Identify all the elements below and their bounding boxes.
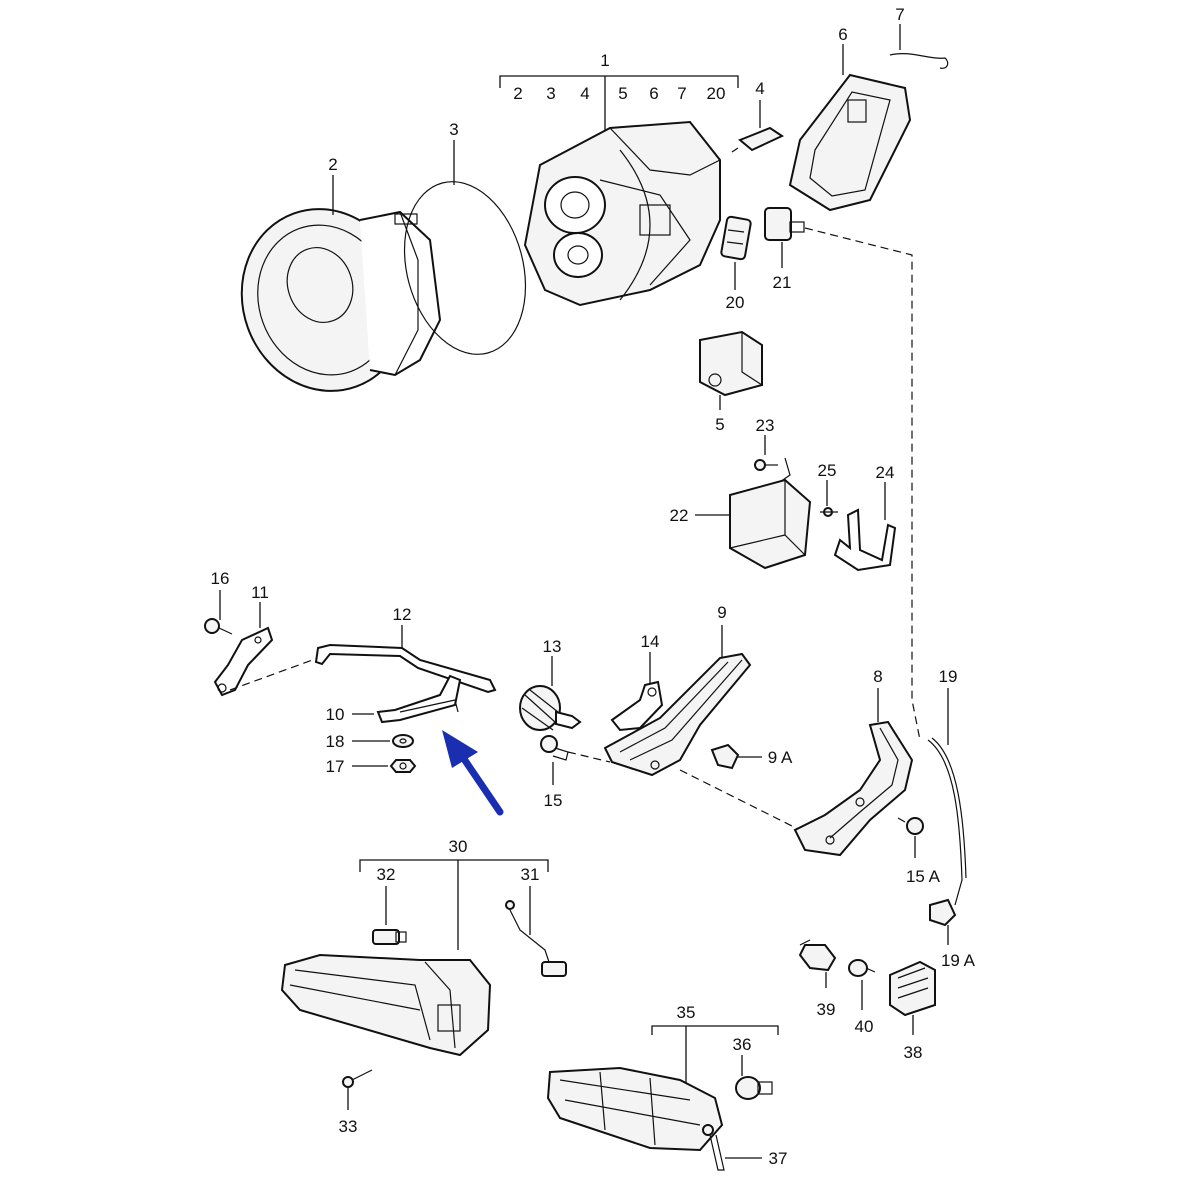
- group-30-bracket: [359, 859, 549, 950]
- bracket-part-24: [833, 508, 897, 572]
- callout-8: 8: [873, 667, 882, 686]
- callout-15a: 15 A: [906, 867, 941, 886]
- group1-item-1: 3: [546, 84, 555, 103]
- fog-lamp-part-30: [280, 953, 492, 1057]
- callout-5: 5: [715, 415, 724, 434]
- callout-18: 18: [326, 732, 345, 751]
- callout-21: 21: [773, 273, 792, 292]
- callout-19: 19: [939, 667, 958, 686]
- callout-14: 14: [641, 632, 660, 651]
- headlamp-housing-part-1: [523, 120, 721, 307]
- callout-35: 35: [677, 1003, 696, 1022]
- screw-part-16: [204, 618, 233, 635]
- group1-item-6: 20: [707, 84, 726, 103]
- screw-part-15a: [897, 817, 924, 835]
- control-unit-part-22: [729, 478, 812, 570]
- clip-part-9a: [710, 743, 740, 770]
- callout-20: 20: [726, 293, 745, 312]
- callout-17: 17: [326, 757, 345, 776]
- screw-part-25: [820, 507, 838, 517]
- callout-33: 33: [339, 1117, 358, 1136]
- wire-route-dashed: [804, 227, 921, 741]
- callout-19a: 19 A: [941, 951, 976, 970]
- bulb-part-4: [731, 126, 785, 153]
- callout-1: 1: [600, 51, 609, 70]
- cover-part-6: [788, 73, 912, 212]
- callout-24: 24: [876, 463, 895, 482]
- bracket-part-8: [793, 720, 914, 857]
- highlight-arrow: [442, 730, 504, 816]
- callout-15: 15: [544, 791, 563, 810]
- nut-part-17: [389, 759, 417, 773]
- group1-item-4: 6: [649, 84, 658, 103]
- cable-part-19: [927, 737, 967, 906]
- screw-part-37: [702, 1124, 725, 1171]
- callout-12: 12: [393, 605, 412, 624]
- callout-13: 13: [543, 637, 562, 656]
- screw-part-15: [540, 735, 611, 763]
- group-1-bracket: [499, 75, 739, 130]
- gasket-ring-part-3: [403, 181, 527, 355]
- group1-item-0: 2: [513, 84, 522, 103]
- washer-part-18: [392, 734, 414, 748]
- side-marker-part-38: [889, 960, 936, 1017]
- bracket-part-11: [213, 626, 274, 697]
- screw-part-23: [754, 457, 791, 483]
- callout-4: 4: [755, 79, 764, 98]
- indicator-lamp-part-35: [546, 1066, 724, 1152]
- callout-23: 23: [756, 416, 775, 435]
- callout-11: 11: [251, 583, 269, 602]
- callout-25: 25: [818, 461, 837, 480]
- sensor-part-19a: [929, 898, 957, 927]
- callout-40: 40: [855, 1017, 874, 1036]
- callout-9a: 9 A: [768, 748, 793, 767]
- adjuster-part-13: [519, 685, 582, 731]
- support-arm-part-9: [603, 652, 801, 831]
- callout-9: 9: [717, 603, 726, 622]
- group1-item-2: 4: [580, 84, 589, 103]
- callout-2: 2: [328, 155, 337, 174]
- bracket-part-14: [610, 680, 664, 732]
- callout-31: 31: [521, 865, 540, 884]
- group-35-bracket: [651, 1025, 779, 1085]
- group1-item-5: 7: [677, 84, 686, 103]
- callout-37: 37: [769, 1149, 788, 1168]
- socket-part-39: [798, 939, 837, 972]
- callout-3: 3: [449, 120, 458, 139]
- callout-32: 32: [377, 865, 396, 884]
- callout-7: 7: [895, 5, 904, 24]
- wiring-part-31: [505, 900, 567, 977]
- connector-part-20: [720, 215, 752, 261]
- headlamp-lens-part-2: [240, 208, 442, 392]
- callout-30: 30: [449, 837, 468, 856]
- callout-6: 6: [838, 25, 847, 44]
- callout-10: 10: [326, 705, 345, 724]
- callout-39: 39: [817, 1000, 836, 1019]
- bulb-part-40: [848, 959, 876, 977]
- callout-16: 16: [211, 569, 230, 588]
- wire-part-7: [889, 53, 949, 69]
- lever-part-10: [376, 674, 462, 724]
- callout-22: 22: [670, 506, 689, 525]
- igniter-part-5: [699, 330, 763, 397]
- bulb-part-32: [372, 929, 407, 945]
- group1-item-3: 5: [618, 84, 627, 103]
- callout-36: 36: [733, 1035, 752, 1054]
- callout-38: 38: [904, 1043, 923, 1062]
- bulb-part-36: [735, 1076, 773, 1100]
- socket-part-21: [764, 207, 805, 241]
- screw-part-33: [342, 1069, 373, 1088]
